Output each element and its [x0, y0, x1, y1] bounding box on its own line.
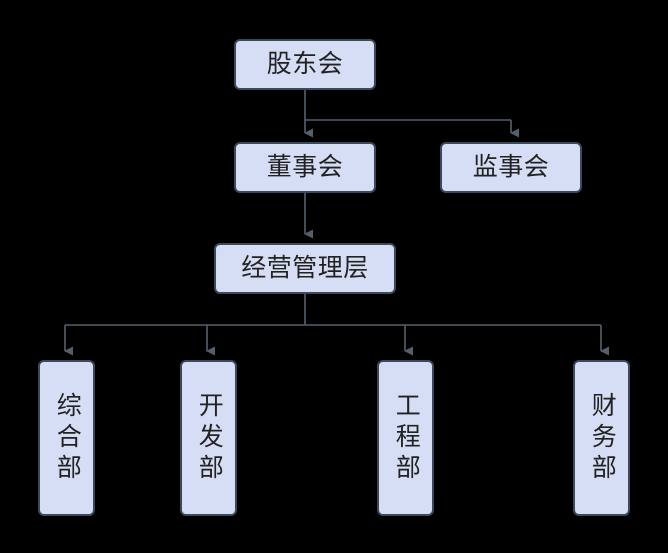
node-board-supervisors[interactable]: 监事会 [440, 142, 582, 193]
node-label: 监事会 [472, 152, 550, 181]
node-dept-engineering[interactable]: 工程部 [377, 360, 434, 516]
node-label: 股东会 [266, 49, 344, 78]
node-label: 工程部 [392, 391, 421, 485]
node-shareholders[interactable]: 股东会 [234, 39, 376, 90]
node-dept-development[interactable]: 开发部 [180, 360, 237, 516]
node-label: 经营管理层 [241, 253, 369, 282]
node-label: 财务部 [588, 391, 617, 485]
node-board-directors[interactable]: 董事会 [234, 142, 376, 193]
node-dept-finance[interactable]: 财务部 [573, 360, 630, 516]
edge-shareholders-to-board [304, 90, 519, 138]
edge-management-to-departments [64, 294, 609, 356]
node-label: 开发部 [195, 391, 224, 485]
node-management[interactable]: 经营管理层 [214, 243, 396, 294]
node-label: 综合部 [53, 391, 82, 485]
node-dept-general[interactable]: 综合部 [38, 360, 95, 516]
node-label: 董事会 [266, 152, 344, 181]
